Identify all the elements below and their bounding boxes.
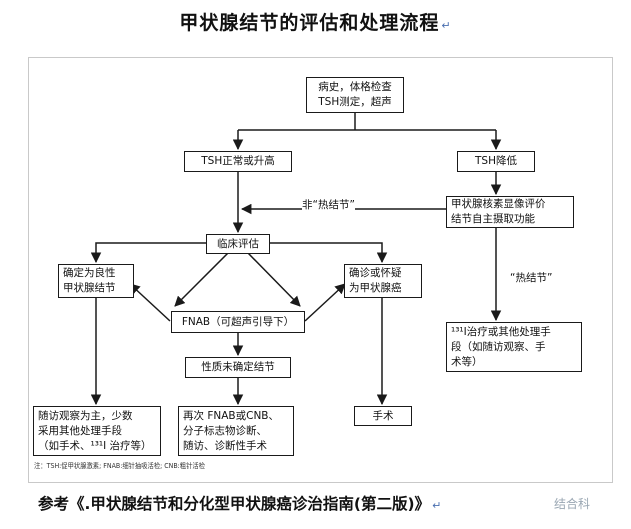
page-title: 甲状腺结节的评估和处理流程↵ xyxy=(179,12,452,34)
arrow-fnab-benign xyxy=(129,283,171,322)
tsh-normal-box: TSH正常或升高 xyxy=(184,151,292,172)
fnab-box: FNAB（可超声引导下） xyxy=(171,311,305,333)
clinical-box: 临床评估 xyxy=(206,234,270,254)
hot-label: “热结节” xyxy=(510,272,553,285)
arrow-clinical-fnab xyxy=(174,252,229,307)
return-mark-2: ↵ xyxy=(432,499,442,512)
non-hot-label: 非“热结节” xyxy=(302,199,355,212)
followup-box: 随访观察为主，少数 采用其他处理手段 （如手术、¹³¹I 治疗等） xyxy=(33,406,161,456)
benign-box: 确定为良性 甲状腺结节 xyxy=(58,264,134,298)
arrow-fnab-suspect xyxy=(304,283,346,322)
tsh-low-box: TSH降低 xyxy=(457,151,535,172)
reference-text: 参考《.甲状腺结节和分化型甲状腺癌诊治指南(第二版)》↵ xyxy=(38,495,442,513)
suspect-box: 确诊或怀疑 为甲状腺癌 xyxy=(344,264,422,298)
arrow-clinical-fnab-2 xyxy=(247,252,301,307)
return-mark: ↵ xyxy=(441,19,452,32)
refnab-box: 再次 FNAB或CNB、 分子标志物诊断、 随访、诊断性手术 xyxy=(178,406,294,456)
footnote: 注：TSH:促甲状腺激素; FNAB:细针抽吸活检; CNB:粗针活检 xyxy=(34,462,206,470)
history-box: 病史，体格检查 TSH测定，超声 xyxy=(306,77,404,113)
i131-box: ¹³¹I治疗或其他处理手 段（如随访观察、手 术等） xyxy=(446,322,582,372)
arrow-to-suspect xyxy=(270,242,388,264)
uncertain-box: 性质未确定结节 xyxy=(185,357,291,378)
surgery-box: 手术 xyxy=(354,406,412,426)
watermark: 结合科 xyxy=(554,497,591,511)
nuclide-box: 甲状腺核素显像评价 结节自主摄取功能 xyxy=(446,196,574,228)
arrow-to-benign xyxy=(90,242,206,264)
